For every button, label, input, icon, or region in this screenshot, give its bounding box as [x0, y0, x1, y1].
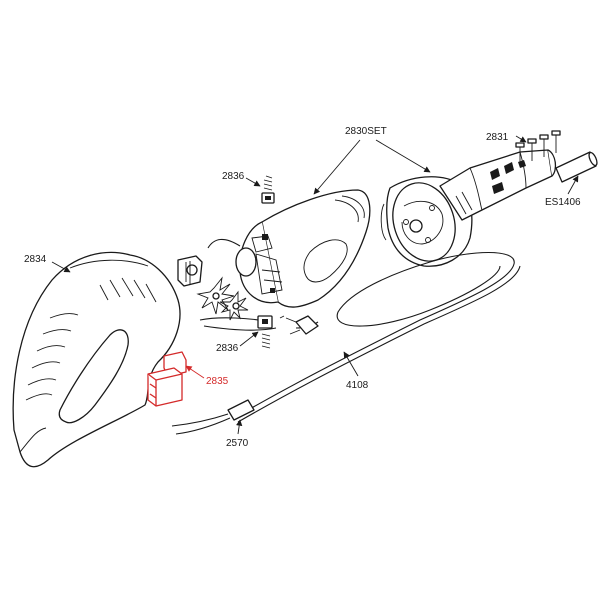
leader-arrow-2831	[515, 135, 527, 143]
leader-arrow-2835	[185, 365, 205, 379]
part-label-2831: 2831	[486, 132, 509, 143]
plug-part	[279, 315, 319, 335]
motor-housing-part	[235, 189, 371, 308]
part-label-2835: 2835	[206, 376, 229, 387]
handle-housing-part	[12, 251, 181, 468]
strain-relief-part	[171, 399, 255, 435]
leader-arrow-es1406	[567, 175, 579, 195]
leader-arrow-4108	[343, 351, 359, 377]
nose-housing-part	[439, 149, 557, 221]
part-label-2836-top: 2836	[222, 171, 245, 182]
leader-arrow-2570	[236, 419, 243, 435]
carbon-brush-bottom-part	[257, 315, 273, 349]
carbon-brush-top-part	[261, 175, 275, 204]
screw-set-part	[515, 130, 561, 165]
part-label-4108: 4108	[346, 380, 369, 391]
part-label-2570: 2570	[226, 438, 249, 449]
part-label-es1406: ES1406	[545, 197, 581, 208]
leader-arrow-2834	[51, 261, 71, 273]
fan-gear-part	[177, 255, 203, 287]
internal-wire	[207, 238, 241, 249]
shaft-tube-part	[555, 151, 598, 183]
impeller-part	[196, 276, 249, 321]
part-label-2830set: 2830SET	[345, 126, 387, 137]
part-label-2836-bottom: 2836	[216, 343, 239, 354]
internal-wire	[203, 325, 277, 331]
leader-arrow-2830set	[375, 139, 431, 173]
leader-arrow-2836-top	[245, 177, 261, 187]
leader-arrow-2836-bottom	[239, 331, 259, 347]
leader-arrow-2830set	[313, 139, 361, 195]
part-label-2834: 2834	[24, 254, 47, 265]
switch-part	[147, 351, 187, 407]
